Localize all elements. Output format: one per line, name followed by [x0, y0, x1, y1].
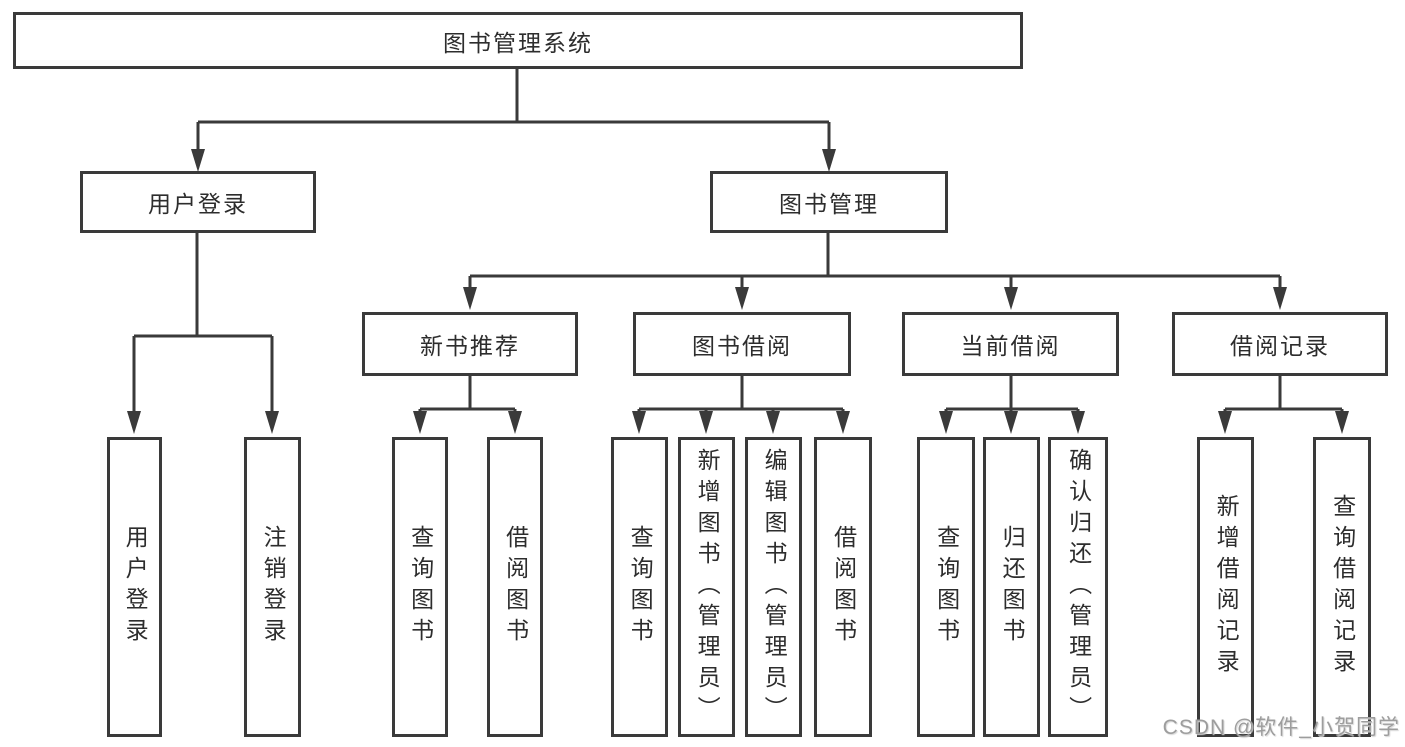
- leaf-user-login-label: 用户登录: [122, 525, 149, 649]
- leaf-query-books-recommend: 查询图书: [392, 437, 448, 737]
- arrow-down-icon: [508, 411, 522, 434]
- leaf-confirm-return-admin-label: 确认归还（管理员）: [1065, 447, 1092, 727]
- node-new-book-recommend: 新书推荐: [362, 312, 578, 376]
- leaf-return-book: 归还图书: [983, 437, 1040, 737]
- leaf-add-book-admin: 新增图书（管理员）: [678, 437, 735, 737]
- leaf-borrow-books-recommend-label: 借阅图书: [502, 525, 529, 649]
- leaf-query-books-borrow-label: 查询图书: [627, 525, 654, 649]
- node-root-label: 图书管理系统: [443, 29, 593, 56]
- leaf-logout-label: 注销登录: [260, 525, 287, 649]
- node-book-management: 图书管理: [710, 171, 948, 233]
- node-current-borrow: 当前借阅: [902, 312, 1119, 376]
- node-borrow-records: 借阅记录: [1172, 312, 1388, 376]
- node-user-login-label: 用户登录: [148, 191, 248, 217]
- leaf-add-book-admin-label: 新增图书（管理员）: [694, 447, 721, 727]
- arrow-down-icon: [735, 287, 749, 310]
- arrow-down-icon: [632, 411, 646, 434]
- leaf-logout: 注销登录: [244, 437, 301, 737]
- arrow-down-icon: [463, 287, 477, 310]
- arrow-down-icon: [1004, 287, 1018, 310]
- leaf-query-borrow-record: 查询借阅记录: [1313, 437, 1371, 737]
- arrow-down-icon: [413, 411, 427, 434]
- arrow-down-icon: [1218, 411, 1232, 434]
- arrow-down-icon: [766, 411, 780, 434]
- arrow-down-icon: [1335, 411, 1349, 434]
- arrowheads: [127, 149, 1349, 434]
- leaf-confirm-return-admin: 确认归还（管理员）: [1048, 437, 1108, 737]
- node-new-book-recommend-label: 新书推荐: [420, 333, 520, 359]
- leaf-query-books-current: 查询图书: [917, 437, 975, 737]
- arrow-down-icon: [939, 411, 953, 434]
- arrow-down-icon: [699, 411, 713, 434]
- arrow-down-icon: [1071, 411, 1085, 434]
- node-book-borrow: 图书借阅: [633, 312, 851, 376]
- leaf-edit-book-admin-label: 编辑图书（管理员）: [761, 447, 788, 727]
- leaf-query-books-current-label: 查询图书: [933, 525, 960, 649]
- arrow-down-icon: [822, 149, 836, 172]
- leaf-query-books-recommend-label: 查询图书: [407, 525, 434, 649]
- arrow-down-icon: [1273, 287, 1287, 310]
- arrow-down-icon: [265, 411, 279, 434]
- leaf-query-borrow-record-label: 查询借阅记录: [1329, 494, 1356, 680]
- leaf-borrow-books-borrow-label: 借阅图书: [830, 525, 857, 649]
- node-book-management-label: 图书管理: [779, 191, 879, 217]
- connector-paths: [132, 69, 1344, 412]
- leaf-borrow-books-borrow: 借阅图书: [814, 437, 872, 737]
- node-root: 图书管理系统: [13, 12, 1023, 69]
- node-borrow-records-label: 借阅记录: [1230, 333, 1330, 359]
- leaf-user-login: 用户登录: [107, 437, 162, 737]
- arrow-down-icon: [836, 411, 850, 434]
- leaf-edit-book-admin: 编辑图书（管理员）: [745, 437, 802, 737]
- leaf-add-borrow-record: 新增借阅记录: [1197, 437, 1254, 737]
- node-current-borrow-label: 当前借阅: [960, 333, 1061, 359]
- leaf-add-borrow-record-label: 新增借阅记录: [1213, 494, 1240, 680]
- node-book-borrow-label: 图书借阅: [692, 333, 792, 359]
- leaf-borrow-books-recommend: 借阅图书: [487, 437, 543, 737]
- node-user-login: 用户登录: [80, 171, 316, 233]
- arrow-down-icon: [191, 149, 205, 172]
- arrow-down-icon: [127, 411, 141, 434]
- arrow-down-icon: [1004, 411, 1018, 434]
- watermark: CSDN @软件_小贺同学: [1162, 716, 1400, 739]
- leaf-return-book-label: 归还图书: [999, 525, 1026, 649]
- leaf-query-books-borrow: 查询图书: [611, 437, 668, 737]
